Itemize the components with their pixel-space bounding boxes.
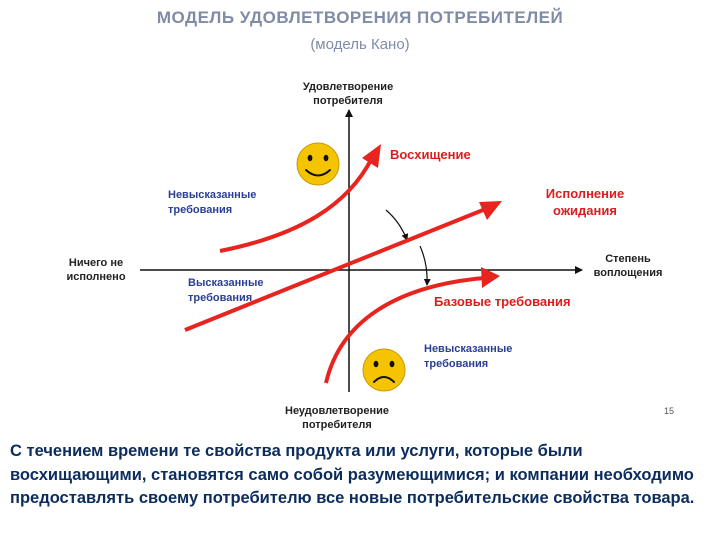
unspoken-upper-label-line1: Невысказанные [168, 189, 256, 201]
smiley-happy-icon [296, 142, 340, 186]
spoken-label-line2: требования [188, 292, 252, 304]
shift-arrow-lower [419, 245, 431, 286]
smiley-sad-icon [362, 348, 406, 392]
unspoken-lower-label-line2: требования [424, 358, 488, 370]
axis-right-label-line2: воплощения [594, 267, 663, 279]
page-title: МОДЕЛЬ УДОВЛЕТВОРЕНИЯ ПОТРЕБИТЕЛЕЙ [156, 8, 564, 27]
basic-curve [324, 276, 485, 384]
delight-curve [219, 157, 374, 253]
axis-bottom-label-line2: потребителя [302, 419, 372, 431]
kano-diagram: Удовлетворение потребителя Неудовлетворе… [66, 81, 674, 431]
axis-top-label-line2: потребителя [313, 95, 383, 107]
axis-bottom-label-line1: Неудовлетворение [285, 405, 389, 417]
performance-curve [184, 208, 484, 332]
basic-label: Базовые требования [434, 294, 571, 309]
axis-left-label-line1: Ничего не [69, 257, 123, 269]
performance-label-line2: ожидания [553, 203, 617, 218]
performance-curve-arrowhead [479, 201, 502, 220]
axis-left-label-line2: исполнено [66, 271, 125, 283]
basic-curve-arrowhead [481, 267, 500, 288]
axis-top-label-line1: Удовлетворение [303, 81, 393, 93]
axis-right-label-line1: Степень [605, 253, 651, 265]
shift-arrow-upper [385, 209, 409, 241]
page-subtitle: (модель Кано) [310, 36, 410, 53]
unspoken-lower-label-line1: Невысказанные [424, 343, 512, 355]
delight-label: Восхищение [390, 147, 471, 162]
unspoken-upper-label-line2: требования [168, 204, 232, 216]
delight-curve-arrowhead [362, 144, 381, 168]
page-number: 15 [664, 406, 674, 416]
footer-text: С течением времени те свойства продукта … [10, 442, 695, 507]
spoken-label-line1: Высказанные [188, 277, 263, 289]
performance-label-line1: Исполнение [546, 186, 624, 201]
